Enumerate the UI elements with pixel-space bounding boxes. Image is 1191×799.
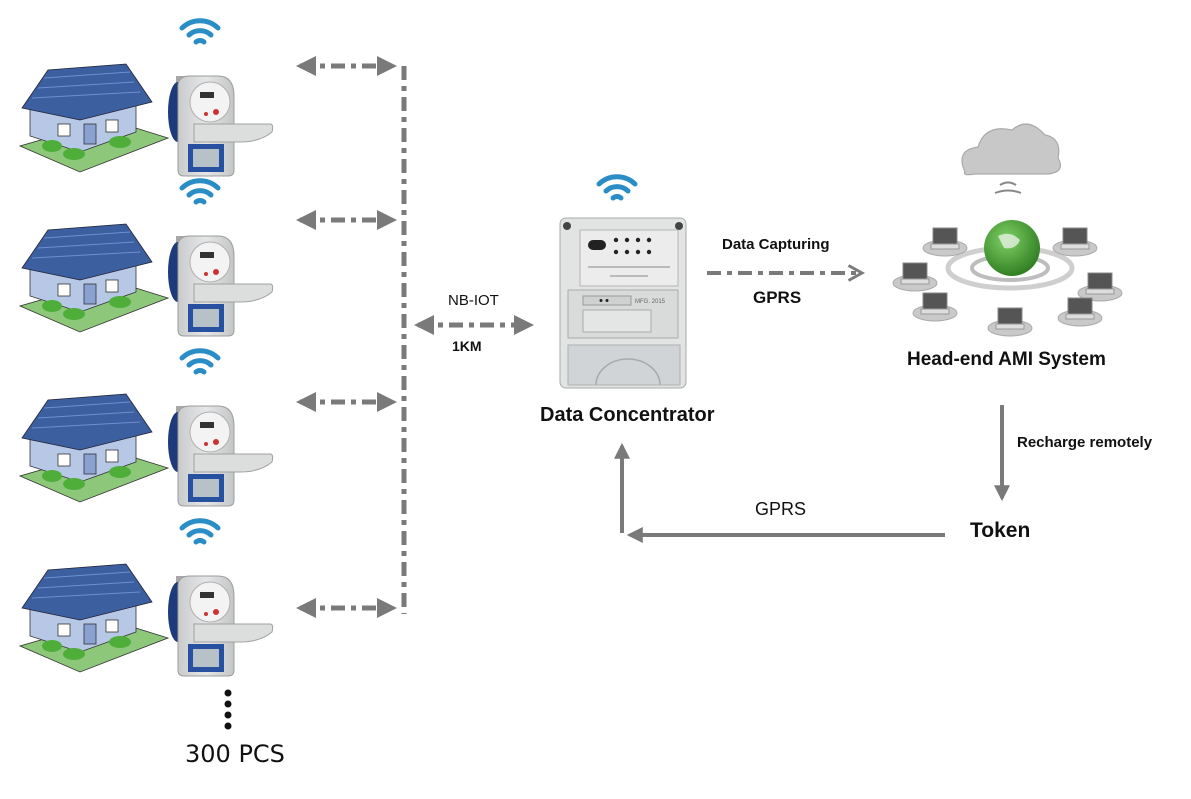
concentrator-panel	[579, 229, 679, 287]
screw-icon	[675, 222, 683, 230]
gprs-downlink-label: GPRS	[755, 499, 807, 519]
signal-wave-icon	[999, 181, 1017, 186]
laptop-icon	[1067, 297, 1093, 315]
screw-icon	[563, 222, 571, 230]
house-icon	[19, 393, 169, 503]
led-indicator-icon	[635, 249, 641, 255]
meter-count-label: 300 PCS	[185, 740, 285, 768]
led-indicator-icon	[646, 237, 652, 243]
water-meter-icon	[167, 75, 274, 177]
laptop-icon	[932, 227, 958, 245]
globe-icon	[984, 220, 1040, 276]
terminal-cover	[567, 344, 681, 386]
wifi-icon	[182, 21, 218, 42]
data-concentrator-icon: MFG. 2015	[559, 217, 687, 389]
led-indicator-icon	[646, 249, 652, 255]
led-indicator-icon	[613, 237, 619, 243]
cloud-icon	[961, 123, 1061, 176]
nbiot-link-label: NB-IOT	[448, 292, 499, 309]
gprs-uplink-label: GPRS	[753, 288, 802, 307]
meter-station	[19, 21, 397, 177]
token-label: Token	[970, 519, 1031, 542]
house-icon	[19, 563, 169, 673]
laptop-base	[930, 243, 960, 250]
recharge-remotely-label: Recharge remotely	[1017, 434, 1153, 451]
laptop-base	[900, 278, 930, 285]
meter-station	[19, 181, 397, 337]
dot-icon	[599, 299, 603, 302]
wifi-icon	[182, 521, 218, 542]
range-label: 1KM	[452, 338, 482, 354]
laptop-icon	[1087, 272, 1113, 290]
data-concentrator-label: Data Concentrator	[540, 404, 715, 426]
led-indicator-icon	[635, 237, 641, 243]
headend-ami-label: Head-end AMI System	[907, 349, 1106, 370]
led-indicator-icon	[624, 237, 630, 243]
terminal-arch	[595, 358, 661, 386]
continent-shape	[998, 233, 1020, 249]
data-capturing-label: Data Capturing	[722, 236, 830, 253]
meter-station	[19, 521, 397, 677]
laptop-base	[920, 308, 950, 315]
house-icon	[19, 223, 169, 333]
dot-icon	[605, 299, 609, 302]
mfg-year-text: MFG. 2015	[635, 299, 666, 305]
wifi-icon	[182, 181, 218, 202]
laptop-base	[1060, 243, 1090, 250]
ellipsis-icon	[224, 689, 232, 730]
laptop-base	[995, 323, 1025, 330]
wifi-icon	[182, 351, 218, 372]
led-indicator-icon	[613, 249, 619, 255]
display-window	[582, 309, 652, 333]
laptop-icon	[1062, 227, 1088, 245]
laptop-icon	[997, 307, 1023, 325]
laptop-icon	[922, 292, 948, 310]
water-meter-icon	[167, 405, 274, 507]
led-indicator-icon	[624, 249, 630, 255]
laptop-icon	[902, 262, 928, 280]
signal-wave-icon	[994, 189, 1022, 194]
laptop-base	[1065, 313, 1095, 320]
ir-port-icon	[588, 240, 606, 250]
cloud-network-icon	[892, 123, 1123, 337]
house-icon	[19, 63, 169, 173]
water-meter-icon	[167, 235, 274, 337]
laptop-base	[1085, 288, 1115, 295]
more-meters-ellipsis	[223, 688, 233, 737]
water-meter-icon	[167, 575, 274, 677]
wifi-icon	[599, 177, 635, 198]
meter-station	[19, 351, 397, 507]
